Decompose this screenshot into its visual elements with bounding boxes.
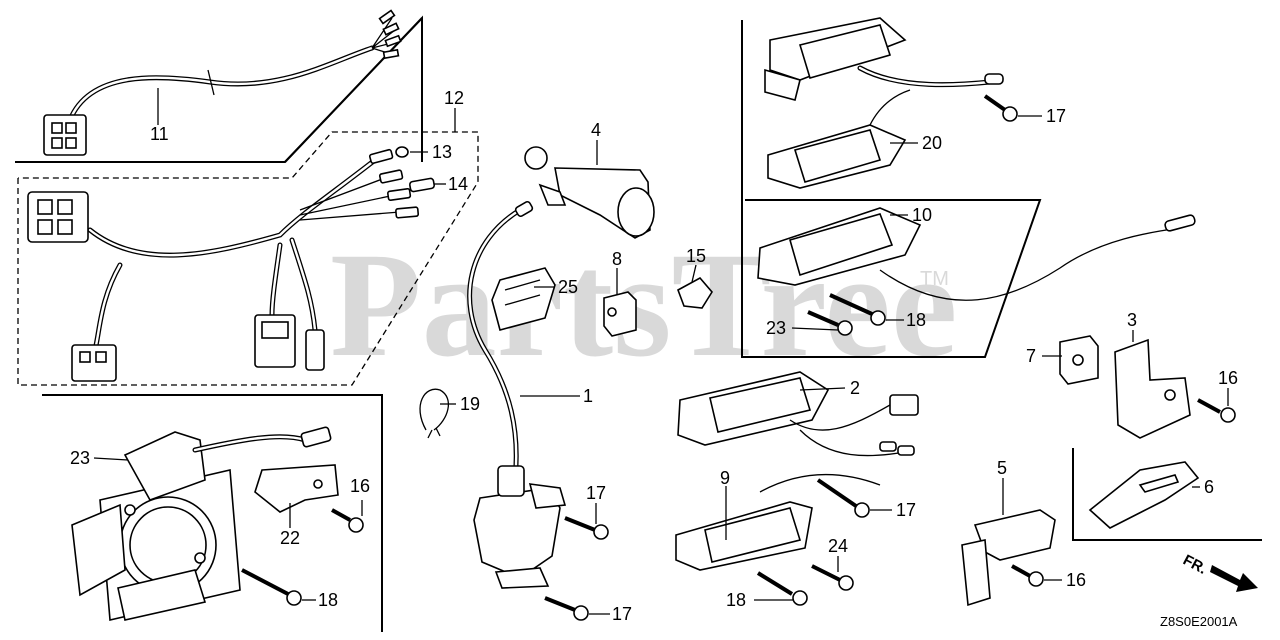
callout-24: 24 <box>828 536 848 556</box>
watermark-trademark: TM <box>920 268 949 290</box>
bolt-17-coil[interactable] <box>564 516 609 540</box>
callout-9: 9 <box>720 468 730 488</box>
callout-5: 5 <box>997 458 1007 478</box>
plate-6[interactable] <box>1088 461 1200 529</box>
callout-17-mid: 17 <box>896 500 916 520</box>
wire-harness-kit-12[interactable] <box>27 148 420 382</box>
wire-harness-11[interactable] <box>43 9 402 156</box>
section-frames <box>15 15 1262 632</box>
ignition-coil-1[interactable] <box>467 200 567 589</box>
callout-17-bottom: 17 <box>612 604 632 624</box>
bolt-16-right[interactable] <box>1197 398 1236 423</box>
callout-16-right: 16 <box>1218 368 1238 388</box>
bolt-17-top[interactable] <box>983 94 1018 122</box>
bracket-21[interactable] <box>254 464 339 513</box>
callout-13: 13 <box>432 142 452 162</box>
clip-15[interactable] <box>677 276 713 309</box>
bracket-5[interactable] <box>961 509 1056 607</box>
leader-lines <box>93 88 1229 615</box>
callout-labels: 11 12 13 14 4 25 8 15 19 1 23 22 16 18 1… <box>70 88 1238 624</box>
callout-15: 15 <box>686 246 706 266</box>
exciter-coil-2[interactable] <box>677 371 919 457</box>
callout-10: 10 <box>912 205 932 225</box>
diagram-code: Z8S0E2001A <box>1160 614 1238 629</box>
charge-coil-20[interactable] <box>767 89 911 189</box>
bolt-16-bracket5[interactable] <box>1011 564 1044 587</box>
callout-17-top: 17 <box>1046 106 1066 126</box>
callout-25: 25 <box>558 277 578 297</box>
grommet-7[interactable] <box>1059 335 1099 385</box>
bolt-24[interactable] <box>811 564 854 591</box>
front-direction-label: FR. <box>1180 552 1209 578</box>
callout-18-right: 18 <box>906 310 926 330</box>
bracket-3[interactable] <box>1114 338 1191 439</box>
sleeve-14[interactable] <box>408 177 436 193</box>
callout-2: 2 <box>850 378 860 398</box>
grommet-8[interactable] <box>603 291 637 337</box>
callout-18-bottom: 18 <box>726 590 746 610</box>
bolt-18-right[interactable] <box>829 293 886 326</box>
callout-18-stator: 18 <box>318 590 338 610</box>
callout-14: 14 <box>448 174 468 194</box>
bolt-16-stator[interactable] <box>331 508 364 533</box>
band-19[interactable] <box>419 388 450 439</box>
callout-16-bracket5: 16 <box>1066 570 1086 590</box>
spark-plug-cap-4[interactable] <box>524 146 655 239</box>
callout-22: 23 <box>70 448 90 468</box>
bolt-23[interactable] <box>807 310 853 336</box>
callout-16-stator: 16 <box>350 476 370 496</box>
callout-20: 20 <box>922 133 942 153</box>
callout-4: 4 <box>591 120 601 140</box>
callout-19: 19 <box>460 394 480 414</box>
exciter-coil-top[interactable] <box>764 17 1004 101</box>
bolt-18-stator[interactable] <box>241 568 302 606</box>
callout-11: 11 <box>150 124 169 144</box>
callout-23: 23 <box>766 318 786 338</box>
callout-6: 6 <box>1204 477 1214 497</box>
stator-assembly-22[interactable] <box>71 426 332 621</box>
bolt-17-bottom[interactable] <box>544 596 589 621</box>
bolt-18-bottom[interactable] <box>756 571 808 606</box>
bolt-17-mid[interactable] <box>816 478 870 518</box>
callout-8: 8 <box>612 249 622 269</box>
callout-21: 22 <box>280 528 300 548</box>
terminal-cap-13[interactable] <box>395 146 409 158</box>
callout-17-coil: 17 <box>586 483 606 503</box>
front-direction-arrow: FR. <box>1180 552 1258 592</box>
callout-12: 12 <box>444 88 464 108</box>
lighting-coil-10[interactable] <box>757 207 1196 301</box>
clamp-25[interactable] <box>491 267 556 331</box>
callout-1: 1 <box>583 386 593 406</box>
callout-3: 3 <box>1127 310 1137 330</box>
callout-7: 7 <box>1026 346 1036 366</box>
charge-coil-9[interactable] <box>675 473 881 571</box>
